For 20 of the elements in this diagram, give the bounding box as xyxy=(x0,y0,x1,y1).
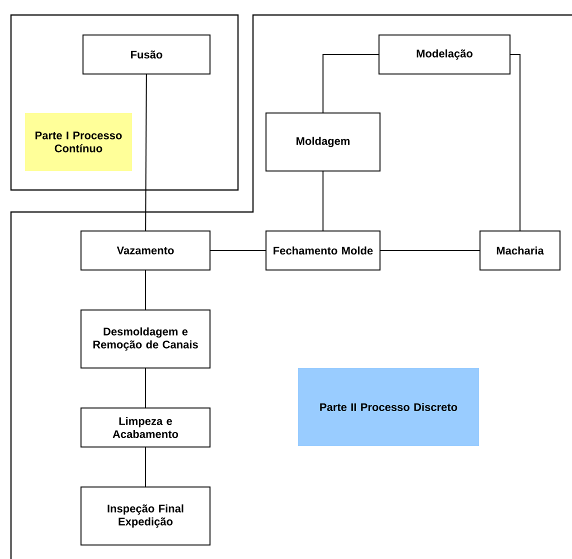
connector-line xyxy=(210,250,266,251)
connector-line xyxy=(145,270,146,310)
connector-line xyxy=(145,447,146,487)
process-box: Fechamento Molde xyxy=(266,230,380,270)
process-box: Fusão xyxy=(82,34,210,74)
connector-line xyxy=(322,171,324,231)
part-label: Parte I Processo Contínuo xyxy=(25,113,132,171)
process-box: Desmoldagem e Remoção de Canais xyxy=(80,310,210,368)
connector-line xyxy=(322,54,379,113)
connector-line xyxy=(510,54,520,231)
part-label: Parte II Processo Discreto xyxy=(298,368,479,446)
process-box: Modelação xyxy=(378,34,510,74)
process-box: Macharia xyxy=(480,230,560,270)
connector-line xyxy=(145,74,147,231)
connector-line xyxy=(380,250,480,251)
process-box: Moldagem xyxy=(266,112,380,172)
process-box: Inspeção Final Expedição xyxy=(80,486,210,546)
process-box: Limpeza e Acabamento xyxy=(80,408,210,448)
connector-line xyxy=(145,368,146,408)
process-box: Vazamento xyxy=(80,230,210,270)
